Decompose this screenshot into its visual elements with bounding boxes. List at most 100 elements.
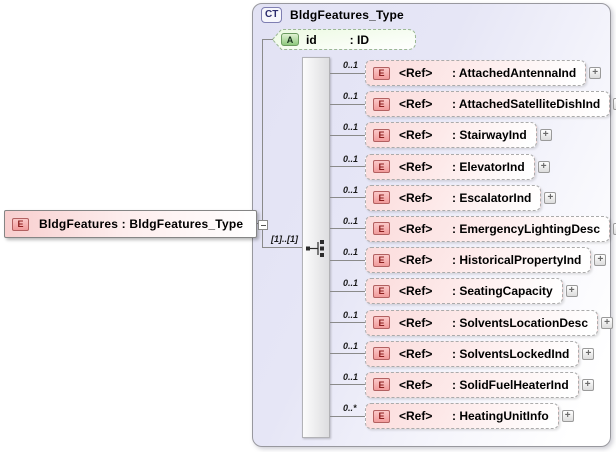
element-type-label: : StairwayInd — [452, 128, 527, 143]
element-ref-box[interactable]: E <Ref> : ElevatorInd — [365, 153, 535, 180]
collapse-handle[interactable] — [258, 220, 269, 230]
connector-line — [262, 247, 309, 248]
expand-button[interactable]: + — [613, 98, 616, 111]
element-ref-label: <Ref> — [399, 128, 433, 143]
connector-line — [330, 103, 365, 105]
expand-button[interactable]: + — [594, 254, 607, 267]
element-type-label: : EmergencyLightingDesc — [452, 221, 601, 236]
connector-line — [330, 353, 365, 355]
cardinality-label: 0..1 — [343, 278, 359, 289]
element-ref-row: 0..1 E <Ref> : AttachedAntennaInd + — [330, 60, 616, 86]
element-ref-box[interactable]: E <Ref> : EscalatorInd — [365, 184, 542, 211]
expand-button[interactable]: + — [537, 160, 550, 173]
element-ref-row: 0..1 E <Ref> : SeatingCapacity + — [330, 278, 616, 305]
element-ref-box[interactable]: E <Ref> : AttachedSatelliteDishInd — [365, 91, 611, 118]
attribute-shape — [272, 29, 416, 50]
element-ref-row: 0..1 E <Ref> : SolidFuelHeaterInd + — [330, 371, 616, 398]
connector-line — [330, 384, 365, 386]
expand-button[interactable]: + — [581, 378, 594, 391]
element-icon: E — [373, 97, 390, 111]
element-type-label: : HistoricalPropertyInd — [452, 253, 582, 268]
element-type-label: : SolidFuelHeaterInd — [452, 377, 569, 392]
element-ref-row: 0..1 E <Ref> : StairwayInd + — [330, 122, 616, 149]
expand-button[interactable]: + — [601, 316, 614, 329]
element-icon: E — [373, 378, 390, 392]
element-icon: E — [373, 284, 390, 298]
cardinality-label: 0..1 — [343, 247, 359, 258]
element-ref-label: <Ref> — [399, 97, 433, 112]
expand-button[interactable]: + — [565, 285, 578, 298]
element-ref-box[interactable]: E <Ref> : HistoricalPropertyInd — [365, 247, 592, 274]
element-ref-row: 0..1 E <Ref> : EmergencyLightingDesc + — [330, 215, 616, 242]
expand-button[interactable]: + — [539, 129, 552, 142]
element-ref-box[interactable]: E <Ref> : StairwayInd — [365, 122, 537, 149]
element-ref-label: <Ref> — [399, 409, 433, 424]
element-type-label: : EscalatorInd — [452, 190, 532, 205]
attribute-box[interactable]: A id : ID — [272, 28, 417, 51]
element-type-label: : HeatingUnitInfo — [452, 409, 549, 424]
cardinality-label: 0..1 — [343, 60, 359, 70]
cardinality-label: 0..1 — [343, 340, 359, 351]
element-type-label: : AttachedSatelliteDishInd — [452, 97, 601, 112]
cardinality-label: 0..1 — [343, 153, 359, 164]
attribute-type: : ID — [349, 32, 370, 47]
complex-type-badge: CT — [261, 7, 283, 23]
connector-line — [330, 290, 365, 292]
element-type-label: : SolventsLockedInd — [452, 346, 570, 361]
expand-button[interactable]: + — [582, 347, 595, 360]
element-icon: E — [373, 316, 390, 329]
element-ref-label: <Ref> — [399, 190, 433, 205]
element-icon: E — [373, 160, 390, 174]
element-ref-row: 0..1 E <Ref> : ElevatorInd + — [330, 153, 616, 180]
element-icon: E — [373, 347, 390, 361]
element-ref-label: <Ref> — [399, 159, 433, 174]
connector-line — [330, 259, 365, 261]
element-ref-label: <Ref> — [399, 221, 433, 236]
cardinality-label: 0..1 — [343, 91, 359, 102]
cardinality-label: 0..* — [343, 403, 357, 414]
cardinality-label: 0..1 — [343, 122, 359, 133]
element-type-label: : SeatingCapacity — [452, 284, 553, 299]
root-element-box[interactable]: E BldgFeatures : BldgFeatures_Type — [4, 210, 269, 238]
expand-button[interactable]: + — [589, 67, 602, 79]
element-ref-box[interactable]: E <Ref> : SolventsLockedInd — [365, 340, 580, 367]
cardinality-label: 0..1 — [343, 371, 359, 382]
element-ref-row: 0..1 E <Ref> : EscalatorInd + — [330, 184, 616, 211]
element-ref-box[interactable]: E <Ref> : EmergencyLightingDesc — [365, 215, 611, 242]
expand-button[interactable]: + — [544, 191, 557, 204]
element-icon: E — [373, 191, 390, 205]
element-ref-box[interactable]: E <Ref> : HeatingUnitInfo — [365, 403, 559, 430]
connector-line — [330, 415, 365, 417]
element-icon: E — [373, 253, 390, 267]
cardinality-label: 0..1 — [343, 215, 359, 226]
element-ref-label: <Ref> — [399, 284, 433, 299]
element-ref-row: 0..* E <Ref> : HeatingUnitInfo + — [330, 403, 616, 430]
element-type-label: : SolventsLocationDesc — [452, 315, 589, 330]
element-type-label: : AttachedAntennaInd — [452, 66, 577, 80]
element-icon: E — [373, 66, 390, 80]
element-ref-box[interactable]: E <Ref> : SeatingCapacity — [365, 278, 563, 305]
sequence-icon — [305, 239, 329, 263]
element-ref-label: <Ref> — [399, 315, 433, 330]
expand-button[interactable]: + — [561, 410, 574, 423]
element-ref-box[interactable]: E <Ref> : SolventsLocationDesc — [365, 309, 599, 336]
element-ref-label: <Ref> — [399, 66, 433, 80]
attribute-icon: A — [281, 33, 299, 46]
element-ref-row: 0..1 E <Ref> : SolventsLockedInd + — [330, 340, 616, 367]
element-ref-box[interactable]: E <Ref> : SolidFuelHeaterInd — [365, 371, 579, 398]
element-ref-row: 0..1 E <Ref> : HistoricalPropertyInd + — [330, 247, 616, 274]
element-icon: E — [373, 409, 390, 423]
connector-line — [330, 134, 365, 136]
expand-button[interactable]: + — [613, 222, 616, 235]
connector-line — [330, 228, 365, 230]
connector-line — [330, 166, 365, 168]
root-element-label: BldgFeatures : BldgFeatures_Type — [39, 217, 244, 231]
element-ref-box[interactable]: E <Ref> : AttachedAntennaInd — [365, 60, 587, 86]
element-rows: 0..1 E <Ref> : AttachedAntennaInd + 0..1… — [330, 60, 616, 430]
cardinality-label: 0..1 — [343, 184, 359, 195]
connector-line — [330, 322, 365, 323]
connector-line — [330, 197, 365, 199]
element-ref-row: 0..1 E <Ref> : AttachedSatelliteDishInd … — [330, 91, 616, 118]
element-icon: E — [373, 128, 390, 142]
